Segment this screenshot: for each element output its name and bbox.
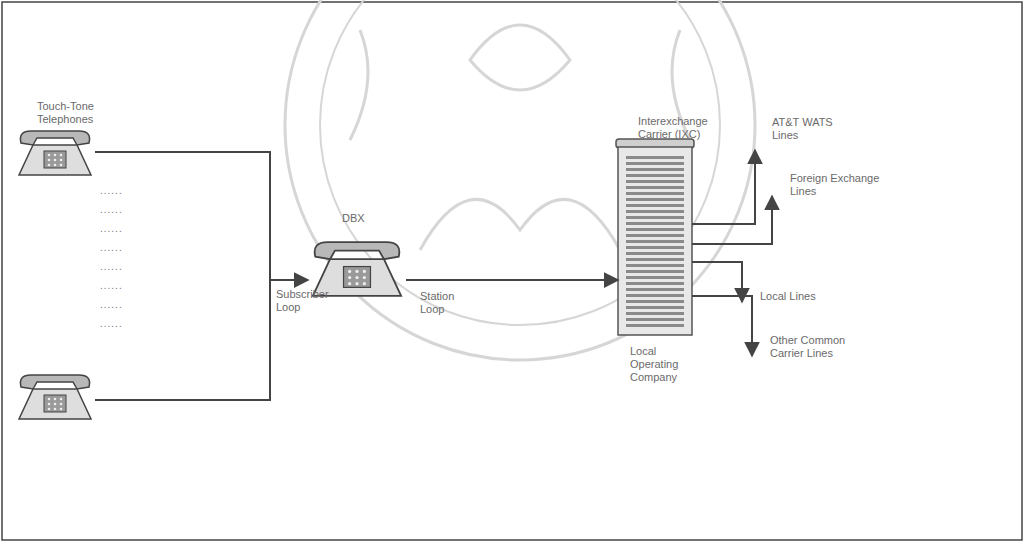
- seal-outer-ring: [285, 0, 755, 360]
- edge-label: Station Loop: [420, 290, 470, 316]
- line-label: Foreign Exchange Lines: [790, 172, 890, 198]
- dbx-telephone-icon: [313, 242, 401, 296]
- placeholder-dots: ......: [100, 222, 160, 235]
- placeholder-dots: ......: [100, 184, 160, 197]
- subscriber-wire: [95, 280, 270, 400]
- line-arrow: [692, 196, 772, 244]
- telephone-icon: [19, 375, 91, 419]
- line-label: Other Common Carrier Lines: [770, 334, 860, 360]
- node-caption: Local Operating Company: [630, 345, 692, 384]
- node-heading: Interexchange Carrier (IXC): [638, 115, 728, 141]
- telephone-icon: [19, 131, 91, 175]
- placeholder-dots: ......: [100, 279, 160, 292]
- loop-connector: [95, 152, 308, 280]
- placeholder-dots: ......: [100, 260, 160, 273]
- placeholder-dots: ......: [100, 203, 160, 216]
- line-arrow: [692, 150, 755, 224]
- building-body: [618, 147, 692, 335]
- line-label: AT&T WATS Lines: [772, 116, 842, 142]
- placeholder-dots: ......: [100, 298, 160, 311]
- exchange-building: [616, 139, 694, 335]
- carrier-lines: [692, 150, 772, 356]
- line-arrow: [692, 296, 752, 356]
- seal-ornament: [470, 25, 570, 90]
- building-windows: [626, 153, 684, 329]
- watermark-seal: [285, 0, 755, 360]
- node-heading: Touch-Tone Telephones: [37, 100, 117, 126]
- edge-label: Subscriber Loop: [276, 288, 338, 314]
- seal-ornament: [420, 199, 620, 250]
- device-node: Interexchange Carrier (IXC)Local Operati…: [618, 145, 692, 335]
- placeholder-dots: ......: [100, 241, 160, 254]
- node-heading: DBX: [342, 212, 382, 225]
- line-label: Local Lines: [760, 290, 850, 303]
- placeholder-dots: ......: [100, 317, 160, 330]
- device-node: Touch-Tone Telephones: [15, 128, 95, 178]
- loop-connector: [406, 279, 618, 281]
